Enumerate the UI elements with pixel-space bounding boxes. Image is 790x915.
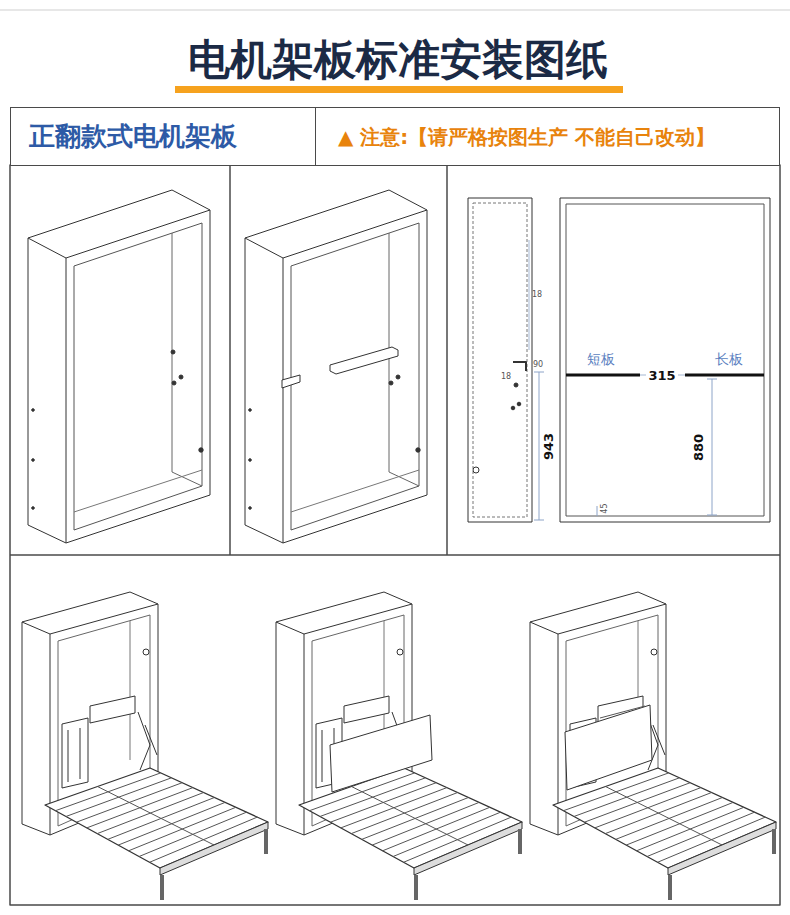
- dimension-label: 880: [693, 433, 708, 460]
- drawing-part: [175, 86, 623, 93]
- drawing-part: [28, 190, 210, 543]
- drawing-part: [530, 592, 776, 900]
- drawing-part: [707, 515, 717, 516]
- dimension-label: 90: [533, 360, 543, 369]
- dimension-label: 18: [532, 290, 542, 299]
- drawing-part: [517, 402, 521, 406]
- drawing-part: [330, 347, 398, 374]
- dimension-label: 18: [501, 372, 511, 381]
- header-text: ▲ 注意:【请严格按图生产 不能自己改动】: [338, 125, 715, 149]
- page-title: 电机架板标准安装图纸: [188, 36, 608, 84]
- drawing-part: [529, 240, 530, 350]
- drawing-part: [229, 165, 231, 555]
- dimension-label: 短板: [587, 351, 615, 367]
- header-cell: ▲ 注意:【请严格按图生产 不能自己改动】: [315, 107, 780, 166]
- drawing-part: [473, 203, 527, 517]
- drawing-part: [468, 198, 532, 522]
- drawing-part: [597, 379, 717, 516]
- dimension-label: 943: [543, 432, 558, 459]
- drawing-part: [534, 520, 544, 521]
- header-text: 正翻款式电机架板: [29, 121, 237, 152]
- drawing-part: [712, 379, 713, 515]
- drawing-part: [446, 165, 448, 555]
- drawing-part: [566, 374, 640, 377]
- drawing-part: [473, 467, 479, 473]
- dimension-label: 45: [599, 504, 608, 514]
- drawing-part: [22, 592, 268, 900]
- drawing-part: [534, 372, 544, 373]
- drawing-part: [560, 198, 770, 522]
- drawing-part: [276, 592, 522, 900]
- drawing-part: [600, 706, 645, 718]
- drawing-part: [282, 375, 300, 388]
- drawing-part: [0, 10, 790, 11]
- dimension-label: 长板: [715, 351, 743, 367]
- drawing-part: [707, 379, 717, 380]
- drawing-part: [330, 715, 432, 792]
- drawing-part: [565, 705, 652, 790]
- header-cell: 正翻款式电机架板: [10, 107, 316, 166]
- drawing-part: [10, 165, 780, 905]
- dimension-label: 315: [646, 369, 677, 384]
- drawing-part: [597, 506, 598, 516]
- drawing-part: [513, 362, 526, 371]
- drawing-part: [10, 554, 780, 556]
- drawing-part: [685, 374, 764, 377]
- drawing-part: [511, 406, 515, 410]
- drawing-part: [245, 190, 427, 543]
- drawing-part: [514, 383, 518, 387]
- drawing-part: [539, 372, 540, 520]
- drawing-part: [566, 204, 764, 516]
